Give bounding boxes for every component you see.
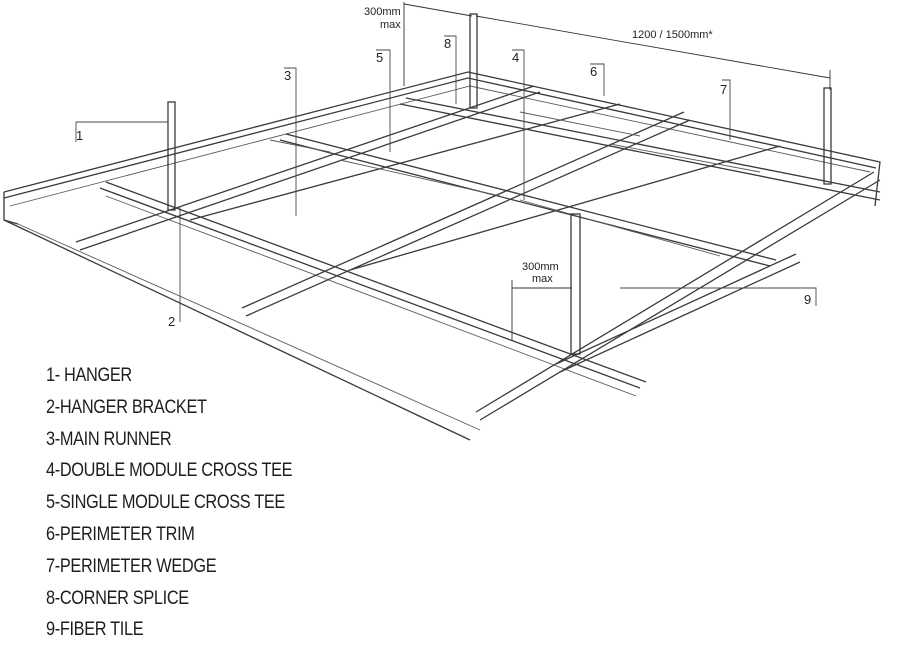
dim-text-mid-2: max xyxy=(532,273,553,285)
dim-text-top-2: max xyxy=(380,19,401,31)
callout-7: 7 xyxy=(720,82,727,97)
legend-list: 1- HANGER 2-HANGER BRACKET 3-MAIN RUNNER… xyxy=(46,360,332,646)
dim-text-top-1: 300mm xyxy=(364,6,401,18)
legend-item-single-module-cross-tee: 5-SINGLE MODULE CROSS TEE xyxy=(46,492,285,514)
hangers xyxy=(167,13,832,355)
callout-2: 2 xyxy=(168,314,175,329)
legend-item-perimeter-wedge: 7-PERIMETER WEDGE xyxy=(46,555,217,577)
legend-item-hanger-bracket: 2-HANGER BRACKET xyxy=(46,396,207,418)
legend-item-fiber-tile: 9-FIBER TILE xyxy=(46,619,144,641)
callout-6: 6 xyxy=(590,64,597,79)
legend-item-main-runner: 3-MAIN RUNNER xyxy=(46,428,172,450)
dimension-lines xyxy=(403,2,831,340)
dim-text-span: 1200 / 1500mm* xyxy=(632,29,713,41)
cross-tees xyxy=(75,85,881,421)
callout-4: 4 xyxy=(512,50,519,65)
callout-8: 8 xyxy=(444,36,451,51)
legend-item-double-module-cross-tee: 4-DOUBLE MODULE CROSS TEE xyxy=(46,460,293,482)
callout-9: 9 xyxy=(804,292,811,307)
callout-leaders xyxy=(75,35,817,322)
legend-item-hanger: 1- HANGER xyxy=(46,365,132,386)
main-runners xyxy=(99,97,881,397)
legend-item-perimeter-trim: 6-PERIMETER TRIM xyxy=(46,523,195,545)
legend-item-corner-splice: 8-CORNER SPLICE xyxy=(46,587,189,609)
cross-tee-stubs xyxy=(269,111,761,257)
callout-3: 3 xyxy=(284,68,291,83)
dim-text-mid-1: 300mm xyxy=(522,261,559,273)
callout-1: 1 xyxy=(76,128,83,143)
callout-5: 5 xyxy=(376,50,383,65)
